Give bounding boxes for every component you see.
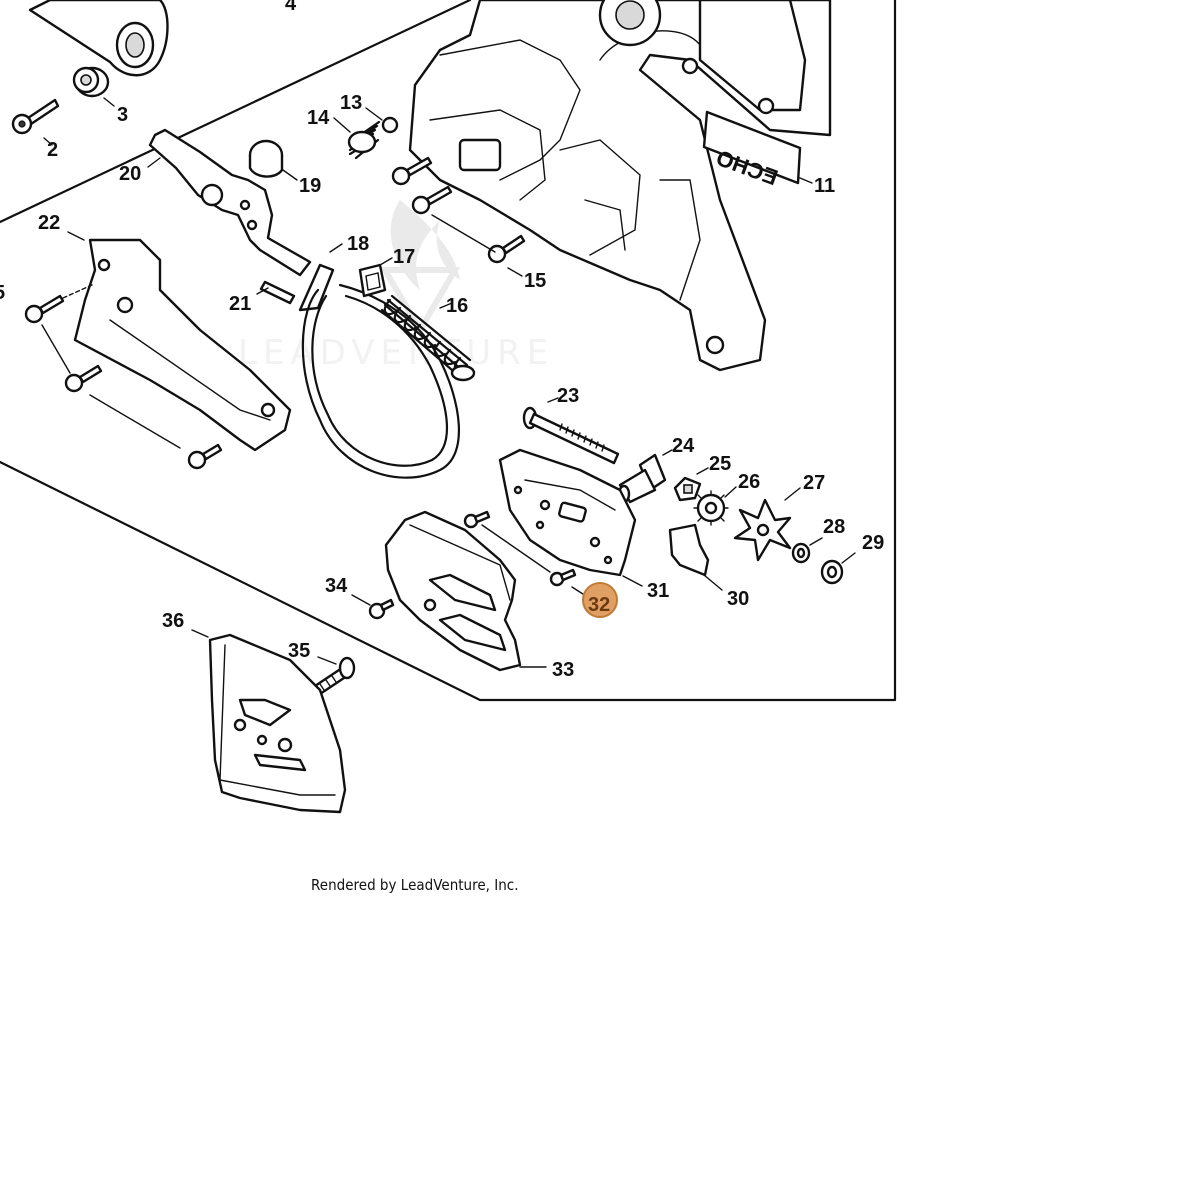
callout-32[interactable]: 32 xyxy=(588,594,610,616)
part-21-pin xyxy=(259,280,296,305)
part-19-sleeve xyxy=(248,139,284,178)
part-14-spring xyxy=(347,120,381,160)
part-34-screw xyxy=(368,598,395,620)
part-3-bushing xyxy=(72,66,110,98)
callout-25[interactable]: 25 xyxy=(709,453,731,475)
part-4-arm xyxy=(28,0,169,77)
diagram-frame xyxy=(0,0,897,702)
callout-18[interactable]: 18 xyxy=(347,233,369,255)
callout-24[interactable]: 24 xyxy=(672,435,695,457)
callout-14[interactable]: 14 xyxy=(307,107,330,129)
part-24-tensioner xyxy=(617,453,667,504)
callout-36[interactable]: 36 xyxy=(162,610,184,632)
callout-23[interactable]: 23 xyxy=(557,385,579,407)
part-26-gear xyxy=(693,490,729,526)
callout-28[interactable]: 28 xyxy=(823,516,845,538)
callout-33[interactable]: 33 xyxy=(552,659,574,681)
callout-13[interactable]: 13 xyxy=(340,92,362,114)
part-22-guard xyxy=(73,238,292,452)
part-23-bolt xyxy=(522,406,620,465)
part-30-plate xyxy=(668,523,710,577)
part-17-block xyxy=(358,263,387,298)
part-36-outer-cover xyxy=(208,633,347,814)
callout-26[interactable]: 26 xyxy=(738,471,760,493)
callout-15[interactable]: 15 xyxy=(524,270,546,292)
callout-5[interactable]: 5 xyxy=(0,282,5,304)
callout-29[interactable]: 29 xyxy=(862,532,884,554)
part-28-washer xyxy=(791,542,811,564)
callout-34[interactable]: 34 xyxy=(325,575,348,597)
part-29-washer xyxy=(820,559,844,585)
callout-4[interactable]: 4 xyxy=(285,0,297,15)
callout-17[interactable]: 17 xyxy=(393,246,415,268)
callout-labels: 2 3 4 5 11 13 14 15 16 17 18 19 20 21 22… xyxy=(0,0,884,681)
engine-housing xyxy=(408,0,832,372)
part-25-nut xyxy=(673,476,702,502)
part-15-screws xyxy=(391,156,526,264)
part-32-screws xyxy=(463,510,577,587)
part-35-bolt xyxy=(310,656,356,698)
watermark-text: LEADVENTURE xyxy=(238,333,554,373)
watermark-logo: LEADVENTURE xyxy=(238,200,554,373)
part-33-cover xyxy=(384,510,522,672)
callout-20[interactable]: 20 xyxy=(119,163,141,185)
part-27-knob xyxy=(733,498,792,562)
callout-11[interactable]: 11 xyxy=(814,175,835,197)
footer-credit: Rendered by LeadVenture, Inc. xyxy=(311,876,519,894)
callout-21[interactable]: 21 xyxy=(229,293,251,315)
callout-31[interactable]: 31 xyxy=(647,580,669,602)
callout-32-highlight[interactable] xyxy=(582,582,618,618)
part-20-lever xyxy=(148,128,312,277)
part-5-screws xyxy=(24,284,223,470)
callout-30[interactable]: 30 xyxy=(727,588,749,610)
part-13-ball xyxy=(381,116,399,134)
callout-2[interactable]: 2 xyxy=(47,139,58,161)
callout-16[interactable]: 16 xyxy=(446,295,468,317)
part-16-spring xyxy=(380,294,476,382)
part-2-bolt xyxy=(11,98,60,135)
callout-22[interactable]: 22 xyxy=(38,212,60,234)
callout-35[interactable]: 35 xyxy=(288,640,310,662)
part-31-inner-plate xyxy=(498,448,637,577)
callout-27[interactable]: 27 xyxy=(803,472,825,494)
callout-3[interactable]: 3 xyxy=(117,104,128,126)
callout-19[interactable]: 19 xyxy=(299,175,321,197)
